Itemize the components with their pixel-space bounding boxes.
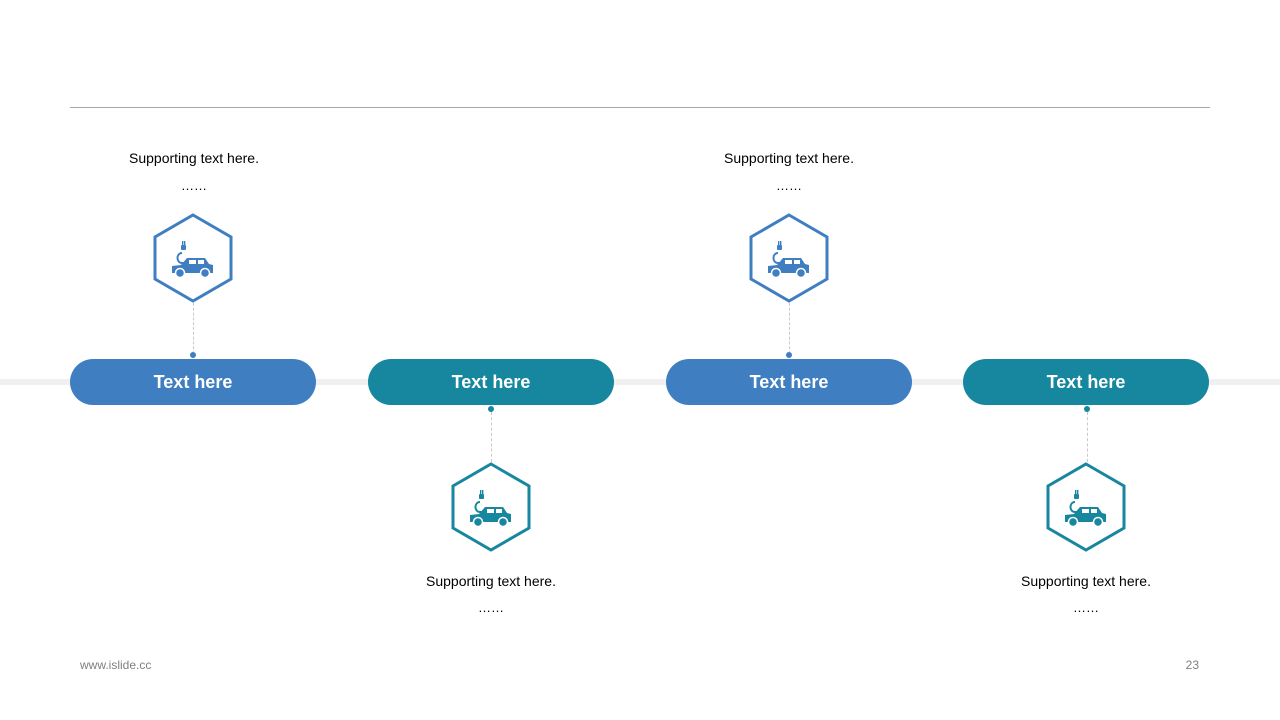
step-4-connector xyxy=(1087,412,1088,462)
step-4-dot xyxy=(1084,406,1090,412)
step-1-support-text: Supporting text here. xyxy=(129,150,259,166)
step-1-dot xyxy=(190,352,196,358)
step-2-ellipsis: …… xyxy=(478,600,504,615)
step-3-dot xyxy=(786,352,792,358)
step-2-pill[interactable]: Text here xyxy=(368,359,614,405)
footer-url[interactable]: www.islide.cc xyxy=(80,658,152,672)
step-1-connector xyxy=(193,303,194,354)
page-number: 23 xyxy=(1185,658,1199,672)
electric-car-icon xyxy=(153,213,233,303)
electric-car-icon xyxy=(1046,462,1126,552)
step-1-ellipsis: …… xyxy=(181,178,207,193)
electric-car-icon xyxy=(749,213,829,303)
step-2-connector xyxy=(491,412,492,462)
top-divider xyxy=(70,107,1210,108)
step-2-support-text: Supporting text here. xyxy=(426,573,556,589)
step-3-connector xyxy=(789,303,790,354)
step-3-ellipsis: …… xyxy=(776,178,802,193)
step-2-dot xyxy=(488,406,494,412)
electric-car-icon xyxy=(451,462,531,552)
timeline-track xyxy=(0,379,1280,385)
step-4-support-text: Supporting text here. xyxy=(1021,573,1151,589)
step-1-pill[interactable]: Text here xyxy=(70,359,316,405)
step-4-ellipsis: …… xyxy=(1073,600,1099,615)
step-3-pill[interactable]: Text here xyxy=(666,359,912,405)
step-4-pill[interactable]: Text here xyxy=(963,359,1209,405)
step-3-support-text: Supporting text here. xyxy=(724,150,854,166)
